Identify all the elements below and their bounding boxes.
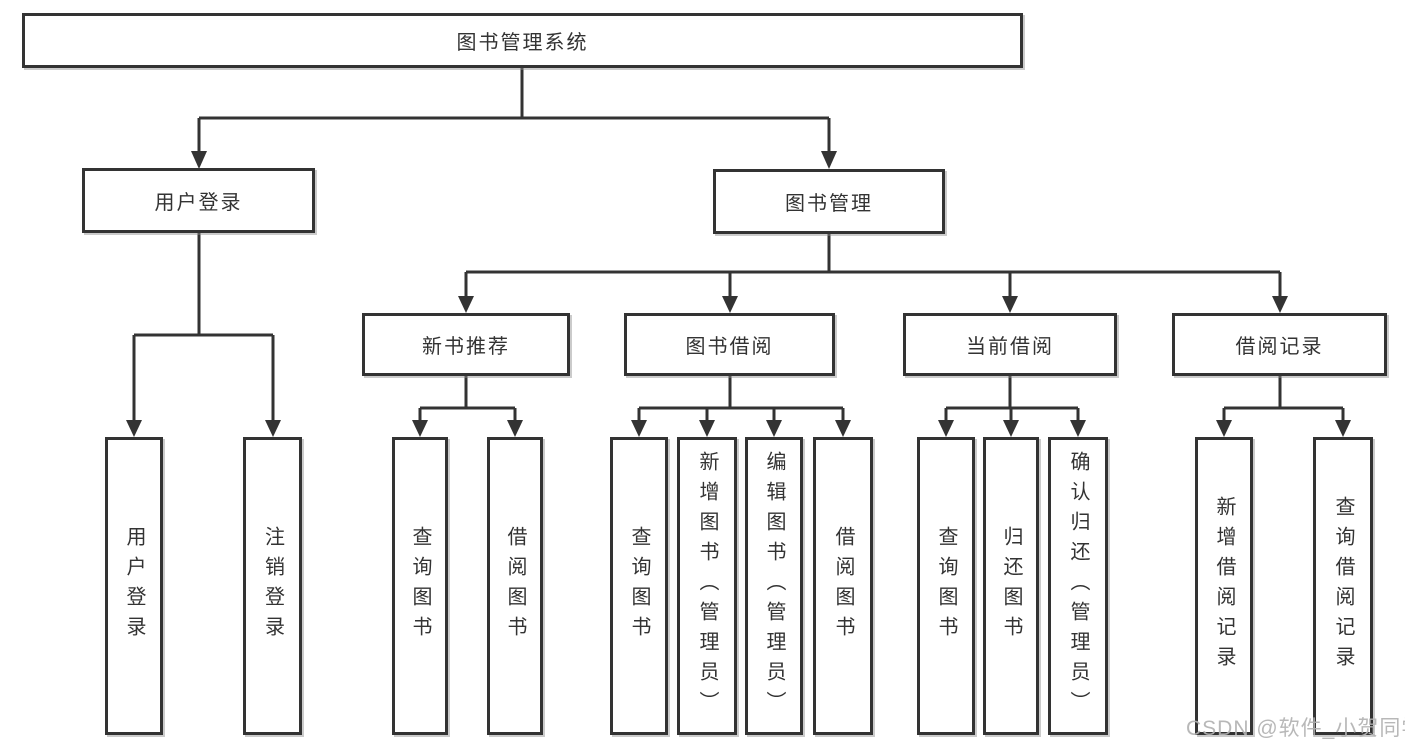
node-label: 归还图书	[1000, 526, 1022, 646]
leaf-borrow-books-borrow: 借阅图书	[813, 437, 873, 735]
leaf-logout: 注销登录	[243, 437, 302, 735]
node-label: 图书管理	[785, 193, 873, 215]
node-book-management: 图书管理	[713, 169, 945, 234]
leaf-add-book-admin: 新增图书（管理员）	[677, 437, 737, 735]
leaf-query-books-recommend: 查询图书	[392, 437, 448, 735]
node-label: 查询图书	[409, 526, 431, 646]
leaf-query-books-borrow: 查询图书	[610, 437, 668, 735]
node-new-book-recommend: 新书推荐	[362, 313, 570, 376]
leaf-user-login: 用户登录	[105, 437, 163, 735]
node-label: 新增图书（管理员）	[696, 451, 718, 721]
leaf-edit-book-admin: 编辑图书（管理员）	[745, 437, 803, 735]
node-label: 用户登录	[123, 526, 145, 646]
node-label: 图书管理系统	[456, 32, 589, 54]
node-label: 当前借阅	[966, 336, 1054, 358]
csdn-watermark: CSDN @软件_小贺同学	[1186, 717, 1405, 740]
node-label: 图书借阅	[685, 336, 774, 358]
node-label: 借阅图书	[832, 526, 854, 646]
node-label: 注销登录	[261, 526, 284, 646]
node-user-login: 用户登录	[82, 168, 315, 233]
node-borrow-records: 借阅记录	[1172, 313, 1387, 376]
node-library-system: 图书管理系统	[22, 13, 1023, 68]
node-label: 查询图书	[935, 526, 957, 646]
node-label: 编辑图书（管理员）	[763, 451, 785, 721]
leaf-return-book: 归还图书	[983, 437, 1039, 735]
leaf-query-books-current: 查询图书	[917, 437, 975, 735]
leaf-query-borrow-record: 查询借阅记录	[1313, 437, 1373, 735]
node-current-borrow: 当前借阅	[903, 313, 1117, 376]
node-label: 新书推荐	[422, 336, 510, 358]
node-label: 新增借阅记录	[1213, 496, 1235, 676]
leaf-borrow-books-recommend: 借阅图书	[487, 437, 543, 735]
node-label: 查询图书	[628, 526, 650, 646]
leaf-add-borrow-record: 新增借阅记录	[1195, 437, 1253, 735]
node-book-borrow: 图书借阅	[624, 313, 835, 376]
arrowheads	[126, 151, 1351, 437]
node-label: 确认归还（管理员）	[1067, 451, 1089, 721]
node-label: 借阅图书	[504, 526, 526, 646]
node-label: 查询借阅记录	[1332, 496, 1354, 676]
node-label: 用户登录	[154, 192, 243, 214]
leaf-confirm-return-admin: 确认归还（管理员）	[1048, 437, 1108, 735]
node-label: 借阅记录	[1235, 336, 1324, 358]
